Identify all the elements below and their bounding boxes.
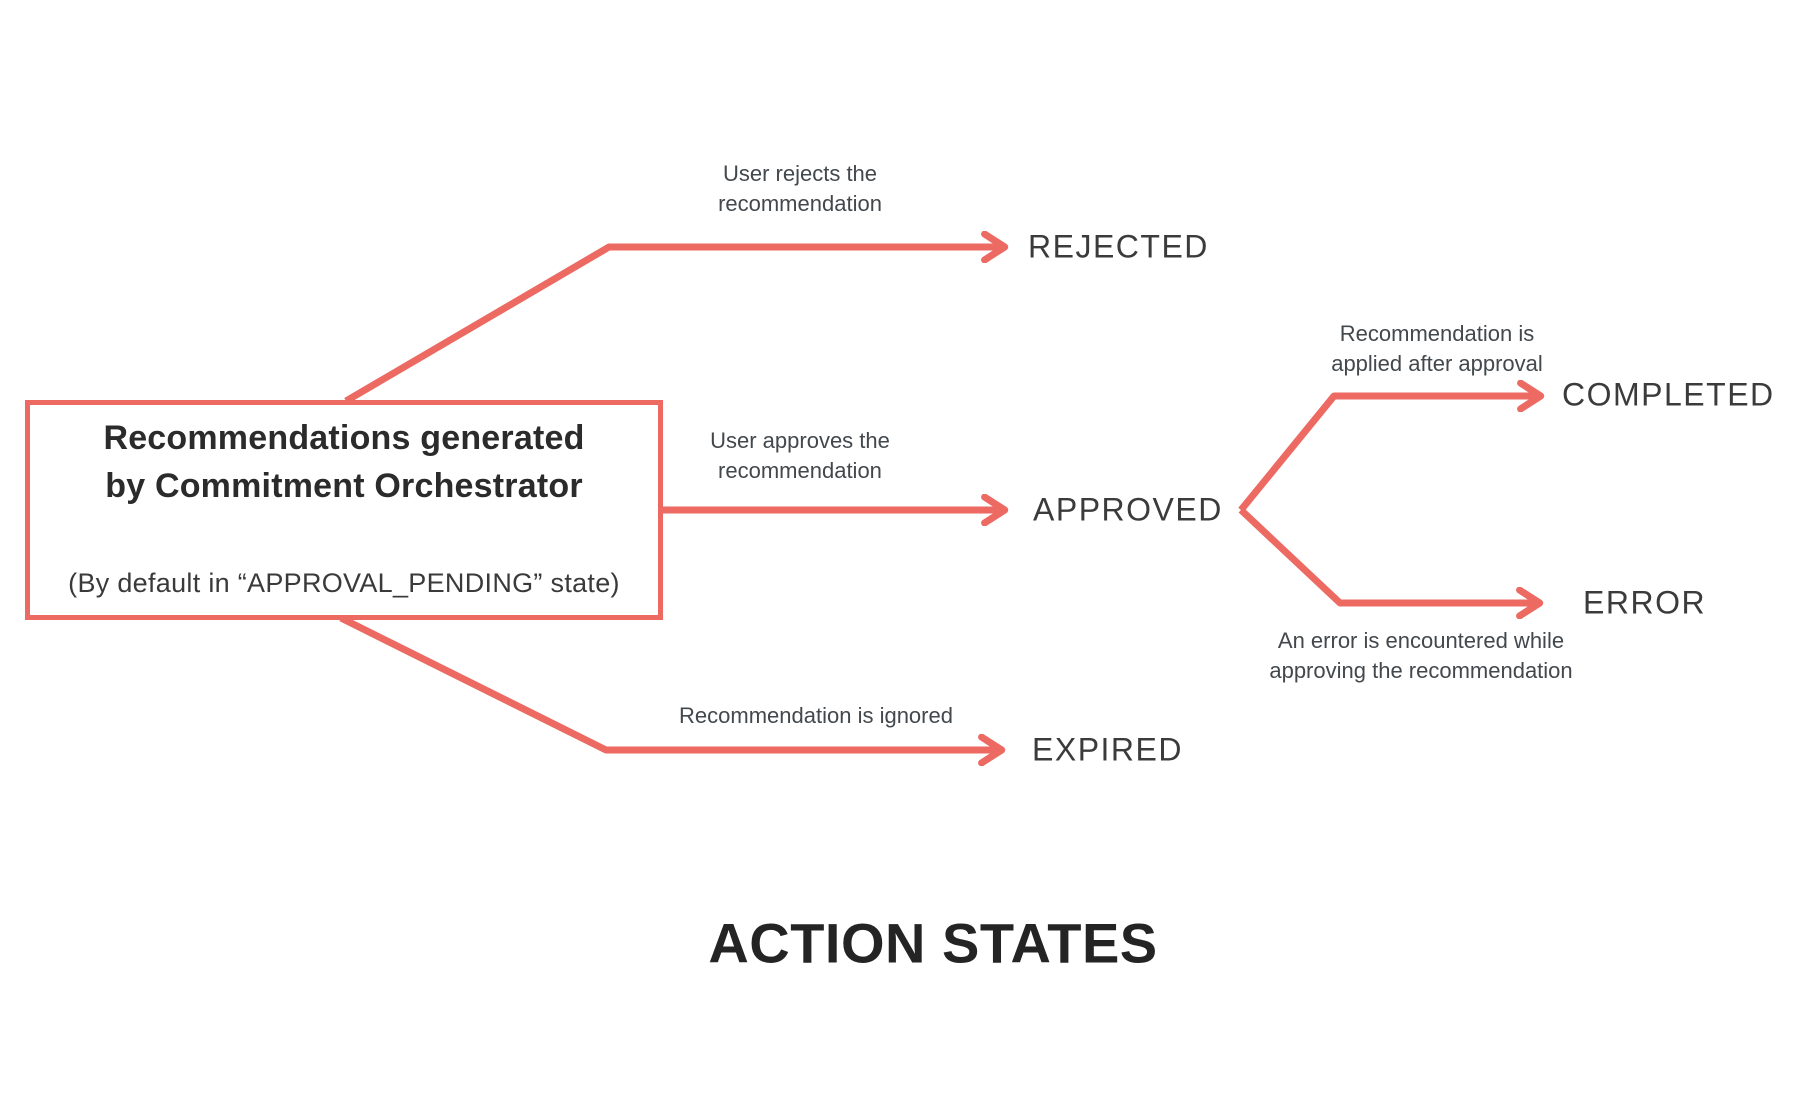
transition-label-reject: User rejects the recommendation <box>718 161 882 216</box>
arrow-error <box>1238 507 1533 603</box>
state-expired: EXPIRED <box>1032 731 1183 768</box>
transition-label-approve: User approves the recommendation <box>710 428 890 483</box>
source-box-note: (By default in “APPROVAL_PENDING” state) <box>68 568 620 598</box>
transition-label-error: An error is encountered while approving … <box>1269 628 1573 683</box>
transition-label-complete: Recommendation is applied after approval <box>1331 321 1543 376</box>
state-approved: APPROVED <box>1033 491 1223 528</box>
diagram-title: ACTION STATES <box>708 911 1158 975</box>
source-box: Recommendations generated by Commitment … <box>25 400 663 620</box>
state-completed: COMPLETED <box>1562 376 1775 413</box>
arrow-rejected <box>344 247 998 405</box>
state-rejected: REJECTED <box>1028 228 1209 265</box>
source-box-heading: Recommendations generated by Commitment … <box>103 419 585 505</box>
arrow-completed <box>1238 396 1534 513</box>
arrow-expired <box>339 614 995 750</box>
state-error: ERROR <box>1583 584 1707 621</box>
transition-label-expire: Recommendation is ignored <box>679 703 953 728</box>
